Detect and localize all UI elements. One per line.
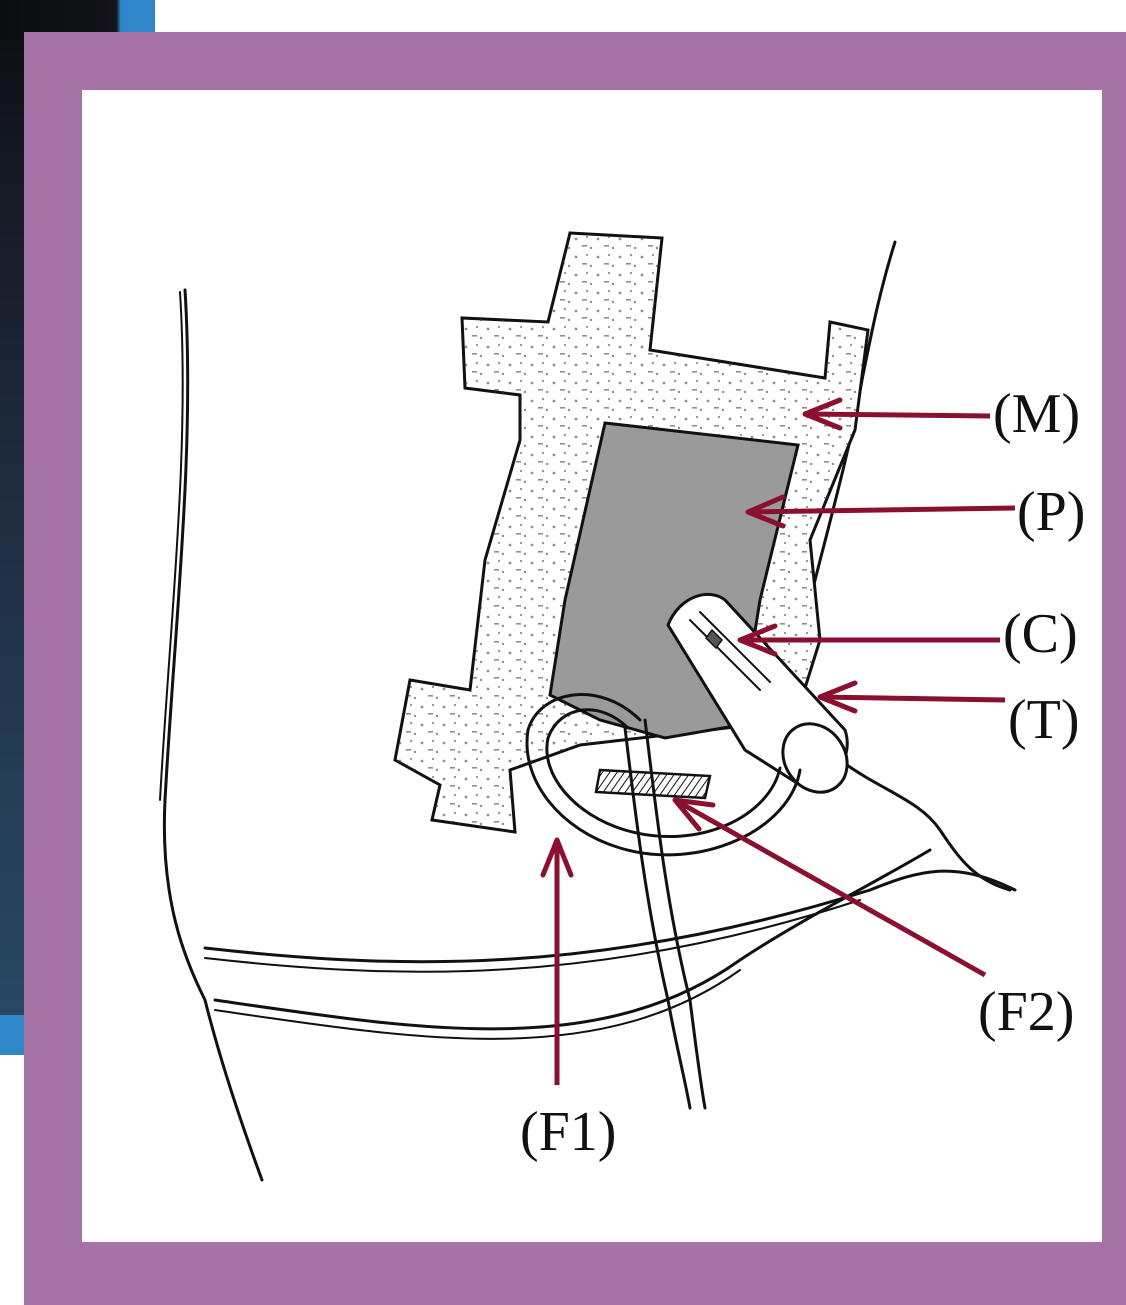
label-c: (C) [1003, 603, 1078, 665]
fixation-strip [596, 770, 710, 798]
label-f1: (F1) [520, 1101, 616, 1163]
label-m: (M) [993, 383, 1080, 445]
arrow-t [820, 683, 1005, 711]
arrow-m [805, 400, 990, 428]
arrow-f1 [543, 840, 571, 1085]
label-f2: (F2) [978, 981, 1074, 1043]
label-p: (P) [1017, 481, 1085, 543]
label-t: (T) [1008, 689, 1080, 751]
